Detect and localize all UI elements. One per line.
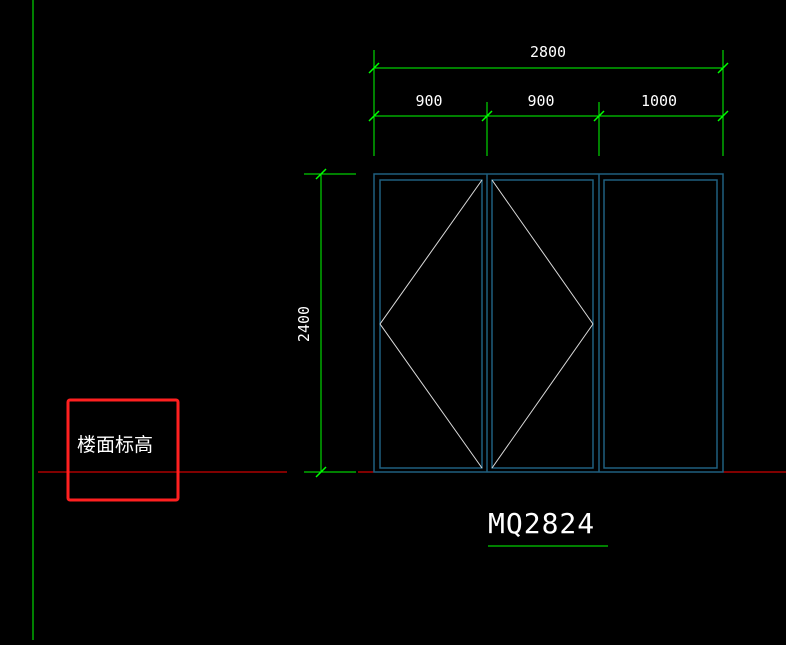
door-panel-3 [603, 179, 718, 469]
door-tag: MQ2824 [488, 507, 595, 540]
floor-label: 楼面标高 [77, 434, 153, 456]
panel-2-width-label: 900 [527, 92, 554, 110]
door-panel-1 [379, 179, 483, 469]
panel-1-width-label: 900 [415, 92, 442, 110]
door-frame [373, 173, 724, 473]
overall-width-label: 2800 [530, 43, 566, 61]
height-dimension [304, 168, 356, 478]
height-label: 2400 [295, 306, 313, 342]
panel-mullions [486, 174, 600, 472]
door-panel-2 [491, 179, 594, 469]
panel-3-width-label: 1000 [641, 92, 677, 110]
floor-label-highlight-box [66, 398, 180, 502]
panel-width-dimensions [368, 102, 729, 156]
overall-width-dimension [368, 50, 729, 156]
